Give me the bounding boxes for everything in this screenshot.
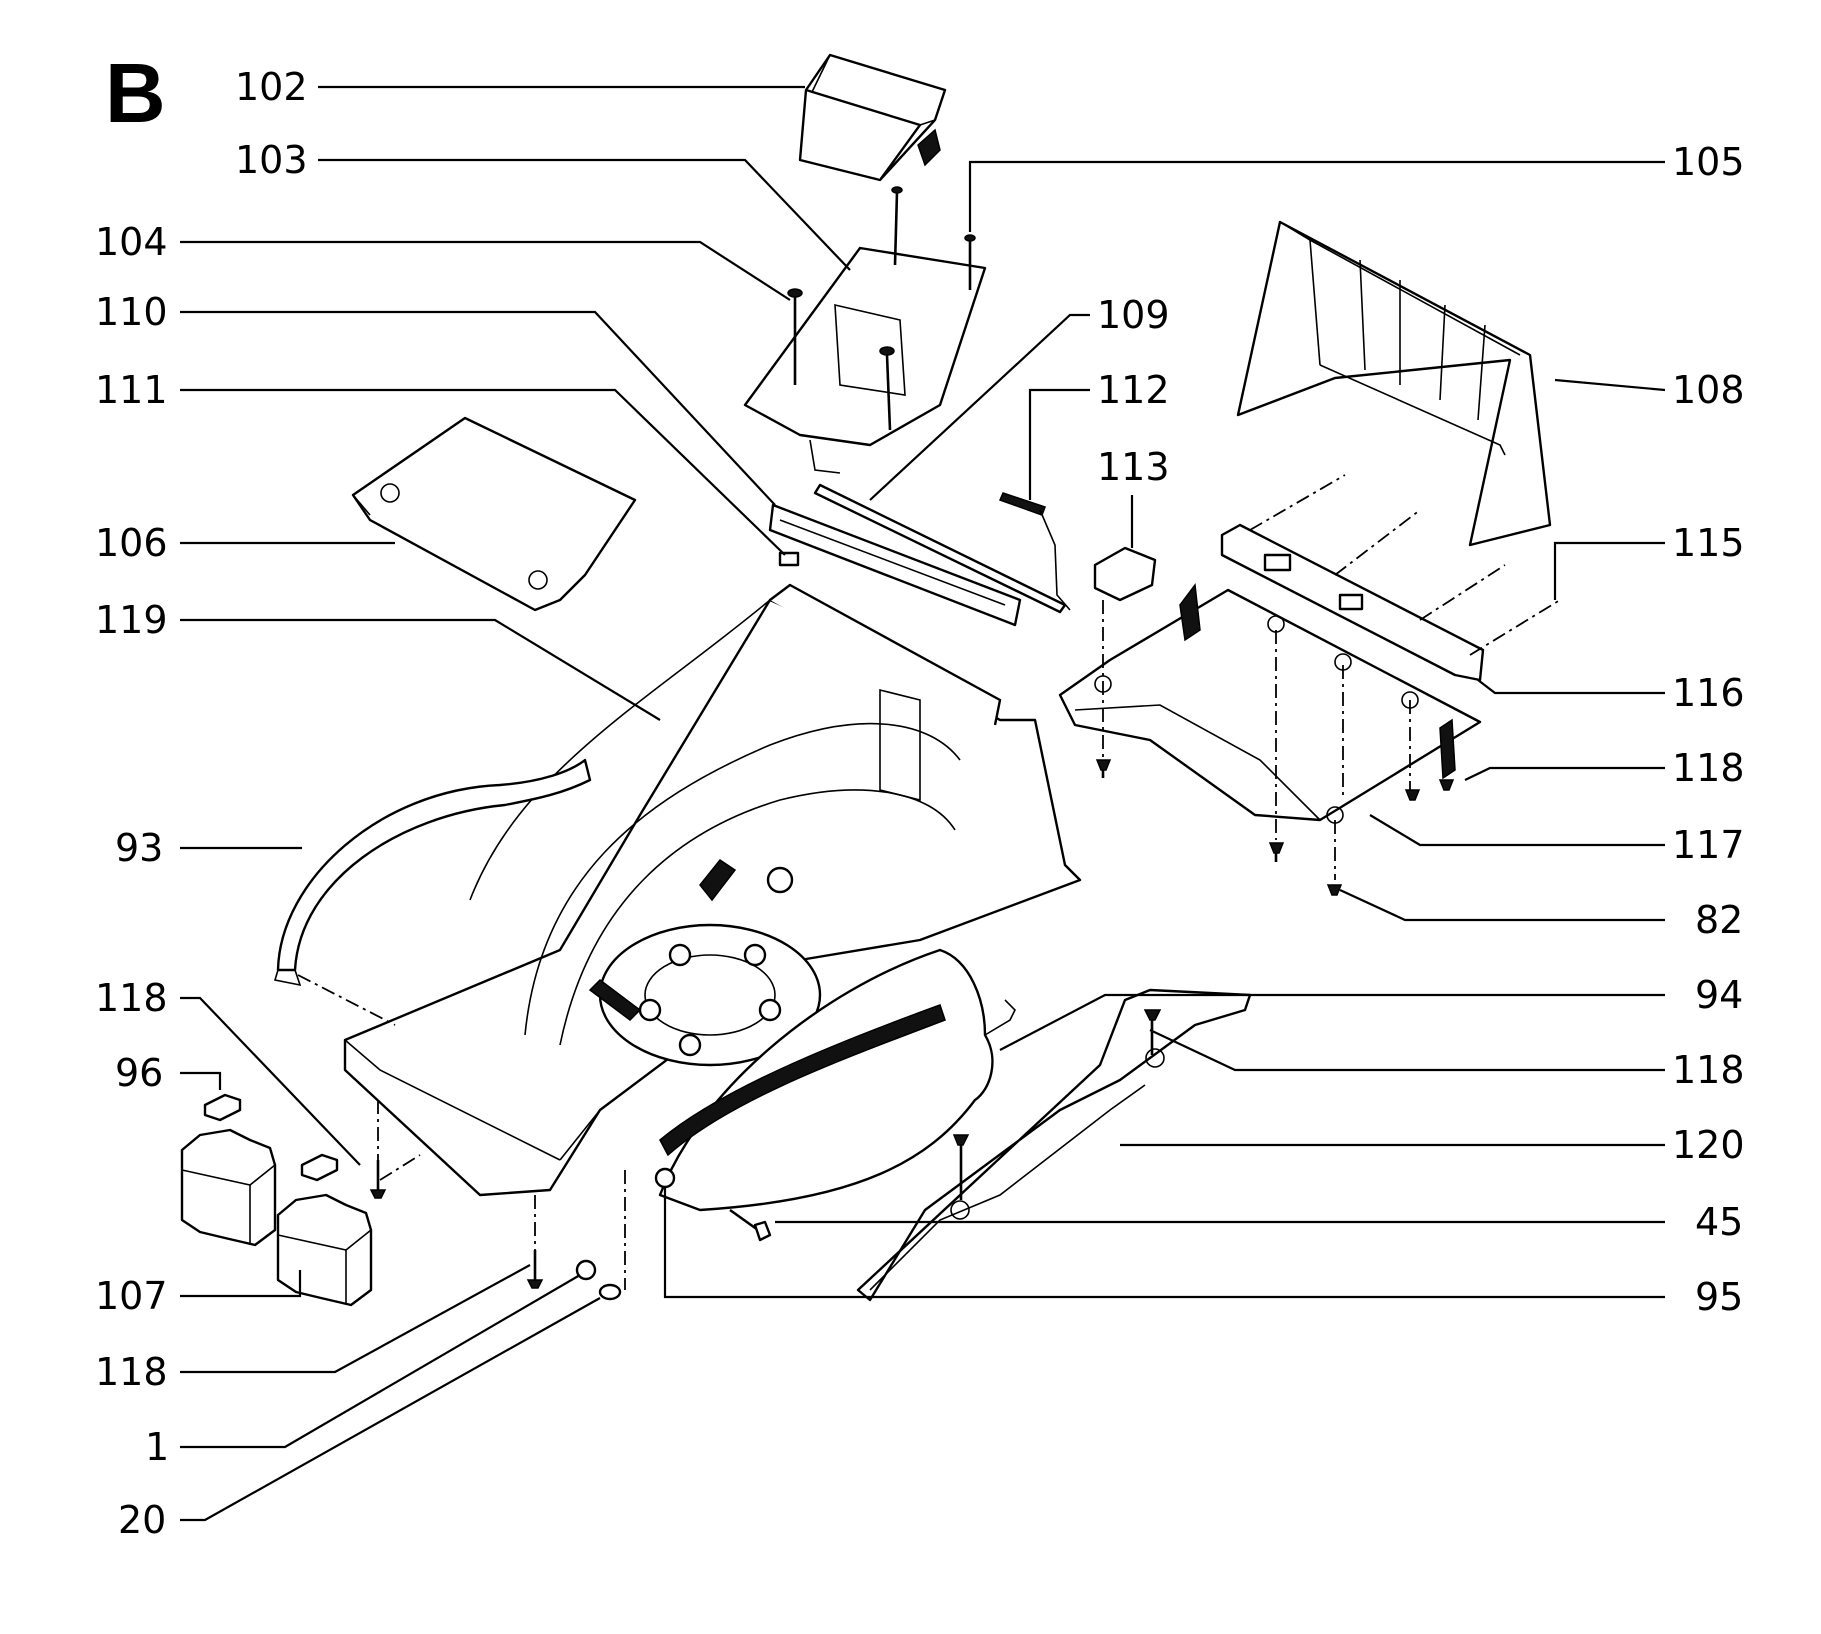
label-113: 113 [1097, 445, 1170, 489]
label-105: 105 [1672, 140, 1745, 184]
label-93: 93 [115, 826, 163, 870]
label-111: 111 [95, 368, 168, 412]
part-112-spring [998, 492, 1071, 611]
label-118-right-bottom: 118 [1672, 1048, 1745, 1092]
bolts-118-82 [1095, 759, 1455, 896]
part-110-rail [768, 503, 1022, 627]
label-117: 117 [1672, 823, 1745, 867]
label-20: 20 [118, 1498, 166, 1542]
label-94: 94 [1695, 973, 1743, 1017]
label-120: 120 [1672, 1123, 1745, 1167]
small-parts-95-1-20 [575, 1167, 676, 1301]
part-119-deck [343, 583, 1082, 1197]
label-96: 96 [115, 1051, 163, 1095]
label-109: 109 [1097, 293, 1170, 337]
part-113-clip [1093, 546, 1157, 602]
part-117-flap [1058, 583, 1482, 824]
label-45: 45 [1695, 1200, 1743, 1244]
part-106-plate [351, 416, 637, 612]
part-103-bracket [743, 246, 987, 474]
part-102-cover [798, 53, 947, 182]
label-103: 103 [235, 138, 308, 182]
label-106: 106 [95, 521, 168, 565]
label-112: 112 [1097, 368, 1170, 412]
part-107-weights [180, 1128, 373, 1307]
label-119: 119 [95, 598, 168, 642]
label-82: 82 [1695, 898, 1743, 942]
part-93-skirt [273, 758, 592, 987]
blade-bolts-118 [952, 1009, 1162, 1200]
part-45-bolt [729, 1208, 772, 1242]
leader-lines [180, 85, 1666, 1522]
part-109-rod [813, 483, 1067, 614]
part-96-clips [203, 1093, 339, 1182]
label-102: 102 [235, 65, 308, 109]
label-118-right-top: 118 [1672, 746, 1745, 790]
screws-104-105 [787, 186, 976, 431]
part-94-guard [658, 948, 1016, 1212]
pins-115 [1102, 474, 1561, 880]
label-118-left-bottom: 118 [95, 1350, 168, 1394]
skirt-attach-line [297, 974, 396, 1026]
label-108: 108 [1672, 368, 1745, 412]
section-letter: B [105, 46, 166, 140]
label-116: 116 [1672, 671, 1745, 715]
label-115: 115 [1672, 521, 1745, 565]
label-110: 110 [95, 290, 168, 334]
label-95: 95 [1695, 1275, 1743, 1319]
label-118-left-top: 118 [95, 976, 168, 1020]
part-116-hinge-bar [1220, 523, 1485, 682]
label-107: 107 [95, 1274, 168, 1318]
part-108-deflector [1236, 220, 1552, 547]
label-104: 104 [95, 220, 168, 264]
deck-bolts-118 [369, 1160, 544, 1289]
label-1: 1 [145, 1425, 169, 1469]
part-120-blade [856, 988, 1252, 1302]
